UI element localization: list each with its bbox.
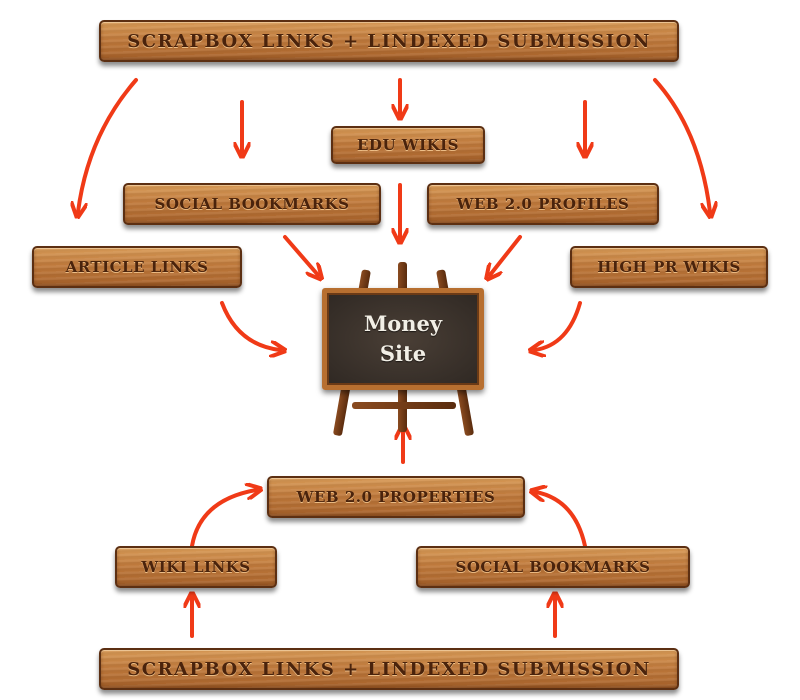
article-links-plank: ARTICLE LINKS — [32, 246, 242, 288]
money-site-line1: Money — [363, 311, 443, 336]
wiki-links-plank: WIKI LINKS — [115, 546, 277, 588]
arrow-high-pr-wikis-to-money-site — [535, 301, 582, 350]
arrow-top-to-article-links — [78, 78, 138, 212]
bottom-source-plank: SCRAPBOX LINKS + LINDEXED SUBMISSION — [99, 648, 679, 690]
tier2-social-bookmarks-plank: SOCIAL BOOKMARKS — [416, 546, 690, 588]
web20-properties-plank: WEB 2.0 PROPERTIES — [267, 476, 525, 518]
top-source-plank: SCRAPBOX LINKS + LINDEXED SUBMISSION — [99, 20, 679, 62]
arrow-article-links-to-money-site — [220, 301, 280, 350]
high-pr-wikis-plank: HIGH PR WIKIS — [570, 246, 768, 288]
money-site-board: Money Site — [322, 288, 484, 390]
arrow-web20-profiles-to-money-site — [490, 235, 522, 275]
money-site-easel: Money Site — [318, 262, 490, 442]
easel-crossbar — [352, 402, 456, 409]
edu-wikis-plank: EDU WIKIS — [331, 126, 485, 164]
money-site-line2: Site — [379, 341, 427, 366]
arrow-social-bookmarks-to-web20-properties — [536, 492, 587, 548]
social-bookmarks-plank: SOCIAL BOOKMARKS — [123, 183, 381, 225]
arrow-wiki-links-to-web20-properties — [190, 490, 256, 548]
web20-profiles-plank: WEB 2.0 PROFILES — [427, 183, 659, 225]
arrow-social-bookmarks-to-money-site — [283, 235, 318, 275]
arrow-top-to-high-pr-wikis — [653, 78, 710, 212]
